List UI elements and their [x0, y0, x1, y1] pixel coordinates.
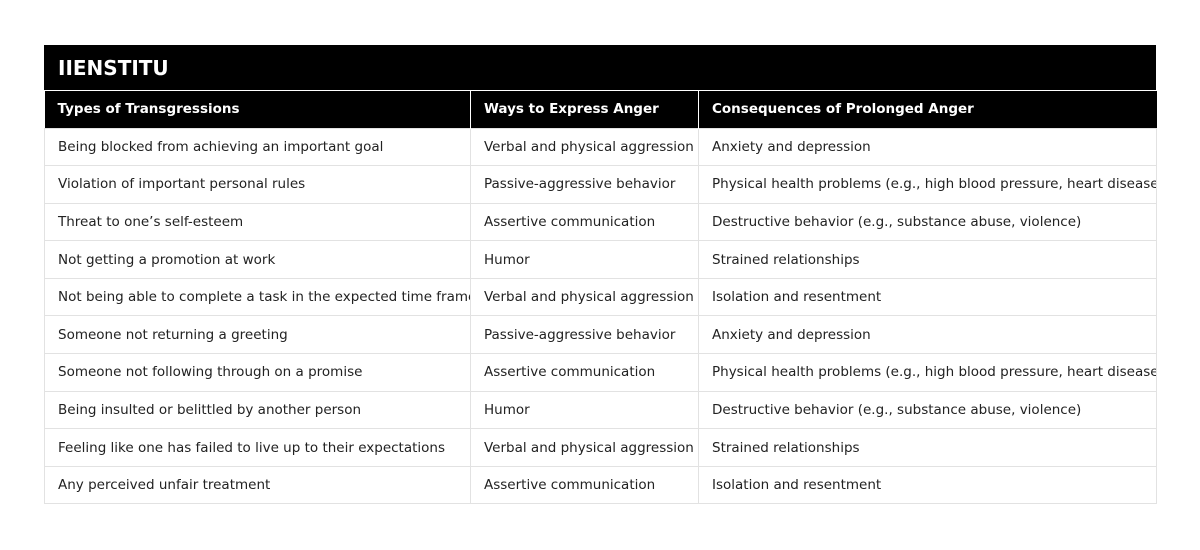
expression-cell: Humor: [470, 240, 699, 279]
transgression-cell: Not being able to complete a task in the…: [44, 277, 471, 317]
expression-cell: Passive-aggressive behavior: [470, 315, 699, 355]
consequence-cell: Strained relationships: [698, 428, 1157, 467]
table-card: IIENSTITU Types of Transgressions Ways t…: [44, 45, 1157, 505]
consequence-cell: Isolation and resentment: [698, 465, 1157, 505]
expression-cell: Assertive communication: [470, 465, 699, 505]
table-row: Not being able to complete a task in the…: [44, 277, 1157, 317]
consequence-cell: Physical health problems (e.g., high blo…: [698, 353, 1157, 392]
consequence-cell: Destructive behavior (e.g., substance ab…: [698, 202, 1157, 242]
transgression-cell: Being insulted or belittled by another p…: [44, 390, 471, 430]
expression-cell: Verbal and physical aggression: [470, 428, 699, 467]
consequence-cell: Anxiety and depression: [698, 315, 1157, 355]
consequence-cell: Strained relationships: [698, 240, 1157, 279]
table-row: Someone not following through on a promi…: [44, 353, 1157, 392]
expression-cell: Passive-aggressive behavior: [470, 165, 699, 204]
transgression-cell: Not getting a promotion at work: [44, 240, 471, 279]
column-header-ways: Ways to Express Anger: [470, 91, 699, 128]
consequence-cell: Anxiety and depression: [698, 127, 1157, 167]
consequence-cell: Physical health problems (e.g., high blo…: [698, 165, 1157, 204]
expression-cell: Verbal and physical aggression: [470, 277, 699, 317]
expression-cell: Humor: [470, 390, 699, 430]
data-table: Types of Transgressions Ways to Express …: [44, 91, 1157, 505]
expression-cell: Verbal and physical aggression: [470, 127, 699, 167]
column-header-transgressions: Types of Transgressions: [44, 91, 471, 128]
column-header-consequences: Consequences of Prolonged Anger: [698, 91, 1157, 128]
consequence-cell: Destructive behavior (e.g., substance ab…: [698, 390, 1157, 430]
expression-cell: Assertive communication: [470, 202, 699, 242]
table-row: Being blocked from achieving an importan…: [44, 127, 1157, 167]
consequence-cell: Isolation and resentment: [698, 277, 1157, 317]
transgression-cell: Feeling like one has failed to live up t…: [44, 428, 471, 467]
transgression-cell: Someone not following through on a promi…: [44, 353, 471, 392]
transgression-cell: Being blocked from achieving an importan…: [44, 127, 471, 167]
expression-cell: Assertive communication: [470, 353, 699, 392]
table-row: Feeling like one has failed to live up t…: [44, 428, 1157, 467]
transgression-cell: Any perceived unfair treatment: [44, 465, 471, 505]
transgression-cell: Someone not returning a greeting: [44, 315, 471, 355]
table-title: IIENSTITU: [44, 45, 1156, 91]
transgression-cell: Violation of important personal rules: [44, 165, 471, 204]
header-row: Types of Transgressions Ways to Express …: [44, 91, 1157, 128]
transgression-cell: Threat to one’s self-esteem: [44, 202, 471, 242]
table-row: Being insulted or belittled by another p…: [44, 390, 1157, 430]
